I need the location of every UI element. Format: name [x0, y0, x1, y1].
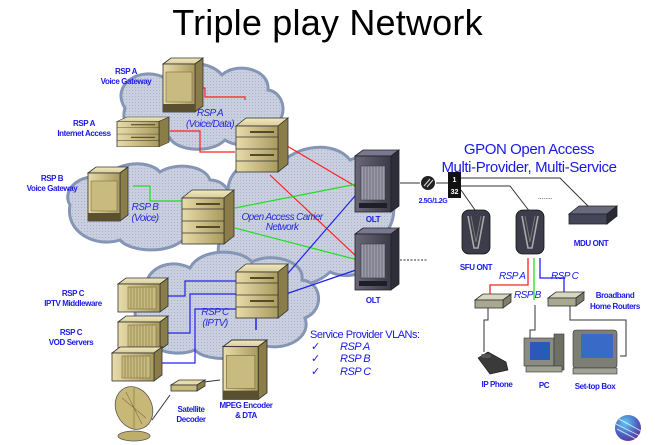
legend-title: Service Provider VLANs: — [310, 329, 420, 341]
olt-2-device[interactable] — [354, 227, 400, 291]
rsp-b-links — [133, 183, 359, 261]
rsp-a-voice-gateway-label-2: Voice Gateway — [101, 77, 153, 86]
ont-ellipsis: ........ — [538, 192, 553, 201]
rsp-a-internet-access-label-2: Internet Access — [57, 129, 111, 138]
splitter-bottom-label: 32 — [451, 189, 459, 196]
rsp-c-router[interactable] — [235, 263, 289, 319]
mpeg-encoder-label-2: & DTA — [235, 411, 257, 420]
ip-phone-device[interactable] — [477, 351, 509, 375]
rsp-a-cloud-label-2: (Voice/Data) — [186, 119, 234, 130]
legend-item-rsp-a: RSP A — [340, 341, 370, 353]
open-access-cloud-label-2: Network — [266, 222, 300, 233]
rsp-c-vod-servers-label-1: RSP C — [60, 328, 83, 337]
home-router-1-device[interactable] — [474, 293, 512, 309]
rsp-c-vod-server-2[interactable] — [111, 346, 163, 382]
ont-link-rsp-a-label: RSP A — [499, 271, 526, 282]
rsp-a-internet-access-label-1: RSP A — [73, 119, 96, 128]
splitter-device[interactable]: 1 32 — [448, 172, 461, 198]
satellite-decoder-label-2: Decoder — [176, 415, 205, 424]
open-access-cloud-label-1: Open Access Carrier — [241, 212, 323, 223]
rsp-c-iptv-middleware-label-1: RSP C — [62, 289, 85, 298]
link-speed-label: 2.5G/1.2G — [419, 198, 449, 205]
home-routers-label-1: Broadband — [596, 291, 635, 300]
rsp-a-cloud-label-1: RSP A — [197, 108, 224, 119]
legend-item-rsp-c: RSP C — [340, 366, 371, 378]
vlan-legend: Service Provider VLANs: ✓ RSP A ✓ RSP B … — [310, 329, 420, 378]
company-logo — [615, 415, 642, 441]
rsp-b-cloud-label-2: (Voice) — [131, 213, 158, 224]
rsp-c-cloud-label-2: (IPTV) — [202, 318, 228, 329]
gpon-title-line1: GPON Open Access — [464, 141, 594, 158]
satellite-decoder-device[interactable] — [169, 379, 207, 392]
pc-device[interactable] — [523, 333, 565, 373]
page-title: Triple play Network — [172, 2, 483, 43]
attenuator-icon — [421, 176, 435, 190]
satellite-dish-icon — [114, 386, 154, 442]
rsp-a-internet-access-device[interactable] — [116, 116, 170, 148]
legend-check-1: ✓ — [311, 341, 320, 353]
legend-item-rsp-b: RSP B — [340, 353, 370, 365]
olt-1-label: OLT — [366, 215, 381, 224]
sfu-ont-label: SFU ONT — [460, 263, 493, 272]
mpeg-encoder-label-1: MPEG Encoder — [220, 401, 273, 410]
rsp-c-links — [160, 195, 357, 364]
set-top-box-device[interactable] — [572, 329, 618, 375]
rsp-b-voice-gateway-device[interactable] — [87, 166, 129, 222]
splitter-top-label: 1 — [453, 177, 457, 184]
rsp-c-vod-server-1[interactable] — [117, 315, 169, 351]
rsp-a-voice-gateway-device[interactable] — [162, 57, 204, 113]
rsp-b-voice-gateway-label-2: Voice Gateway — [27, 184, 79, 193]
rsp-b-cloud-label-1: RSP B — [132, 202, 160, 213]
rsp-c-iptv-middleware-device[interactable] — [117, 277, 169, 313]
rsp-c-iptv-middleware-label-2: IPTV Middleware — [44, 299, 103, 308]
mdu-ont-label: MDU ONT — [574, 239, 609, 248]
ont-links — [489, 258, 565, 300]
mpeg-encoder-device[interactable] — [222, 339, 268, 400]
olt-2-label: OLT — [366, 296, 381, 305]
legend-check-2: ✓ — [311, 353, 320, 365]
mdu-ont-device[interactable] — [567, 205, 619, 225]
satellite-decoder-label-1: Satellite — [177, 405, 205, 414]
gpon-title-line2: Multi-Provider, Multi-Service — [441, 159, 616, 176]
rsp-b-router[interactable] — [181, 189, 235, 245]
rsp-c-vod-servers-label-2: VOD Servers — [49, 338, 94, 347]
set-top-box-label: Set-top Box — [575, 382, 616, 391]
rsp-a-router[interactable] — [235, 117, 289, 173]
ont-2-device[interactable] — [515, 209, 545, 255]
legend-check-3: ✓ — [311, 366, 320, 378]
home-routers-label-2: Home Routers — [590, 302, 641, 311]
rsp-b-voice-gateway-label-1: RSP B — [41, 174, 64, 183]
rsp-a-voice-gateway-label-1: RSP A — [115, 67, 138, 76]
ont-link-rsp-c-label: RSP C — [551, 271, 580, 282]
sfu-ont-device[interactable] — [461, 209, 491, 255]
ont-link-rsp-b-label: RSP B — [514, 290, 542, 301]
home-router-2-device[interactable] — [547, 291, 585, 307]
rsp-c-cloud-label-1: RSP C — [201, 307, 230, 318]
ip-phone-label: IP Phone — [482, 380, 514, 389]
olt-1-device[interactable] — [354, 149, 400, 213]
pc-label: PC — [539, 381, 550, 390]
